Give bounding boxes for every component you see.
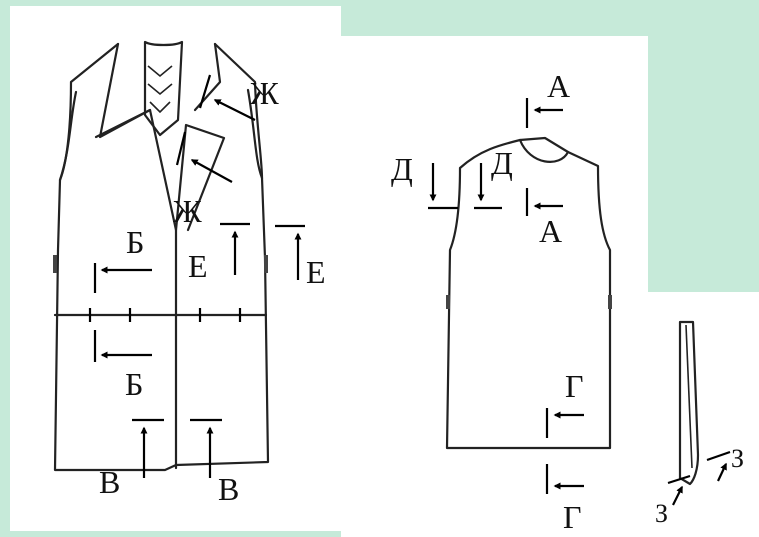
neck-opening [143,40,184,137]
label-d-right: Д [491,145,513,181]
label-z-left: З [655,499,668,528]
marker-a-bottom [525,188,563,216]
label-e-right: Е [306,254,326,290]
label-v-left: В [99,464,120,500]
marker-zh-mid [175,131,233,183]
strap-piece [678,320,700,486]
marker-d-left [428,163,458,210]
label-b-bottom: Б [125,366,143,402]
label-g-top: Г [565,368,584,404]
marker-d-right [474,163,502,210]
front-armhole-left-inner [58,90,78,182]
marker-z-right [706,450,731,482]
label-v-right: В [218,471,239,507]
marker-b-bottom [93,330,152,362]
marker-v-right [190,418,222,478]
side-notch-back-right [608,295,612,309]
strap-outline [678,320,700,486]
side-notch-right [264,255,268,273]
lapel-right [174,123,226,232]
vest-back-outline [445,136,612,450]
label-zh-mid: Ж [173,193,202,229]
marker-a-top [525,98,563,128]
marker-v-left [132,418,164,478]
marker-b-top [93,263,152,293]
marker-z-left [667,474,691,506]
side-notch-left [53,255,57,273]
label-zh-top: Ж [250,75,279,111]
marker-e-right [275,224,305,280]
side-notch-back-left [446,295,450,309]
marker-g-bottom [545,464,584,494]
marker-zh-top [198,74,256,121]
marker-g-top [545,408,584,438]
label-g-bottom: Г [563,499,582,535]
label-d-left: Д [391,151,413,187]
front-armhole-right-inner [246,88,264,180]
label-b-top: Б [126,224,144,260]
label-e-left: Е [188,248,208,284]
vest-front-outline [53,42,270,472]
label-a-top: А [547,68,570,104]
label-z-right: З [731,444,744,473]
label-a-bottom: А [539,213,562,249]
zigzag-inner [147,65,173,114]
marker-e-left [220,222,250,275]
lapel [94,108,178,470]
vest-back [445,136,612,450]
back-collar [518,138,570,163]
